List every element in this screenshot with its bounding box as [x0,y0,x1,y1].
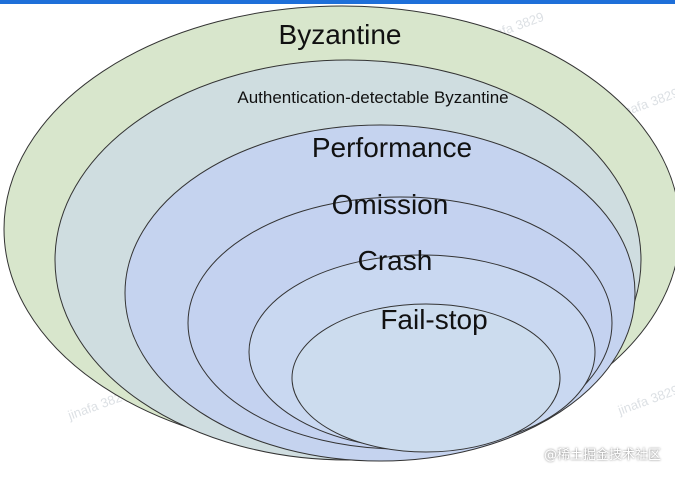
watermark-text: jinafa 3829 [615,382,675,418]
label-fail-stop: Fail-stop [380,304,487,335]
label-omission: Omission [332,189,449,220]
site-watermark: @稀土掘金技术社区 [543,448,661,463]
top-accent-bar [0,0,675,4]
label-authentication-detectable-byzantine: Authentication-detectable Byzantine [237,88,508,107]
label-byzantine: Byzantine [279,19,402,50]
label-crash: Crash [358,245,433,276]
label-performance: Performance [312,132,472,163]
ellipse-fail-stop [291,303,561,453]
